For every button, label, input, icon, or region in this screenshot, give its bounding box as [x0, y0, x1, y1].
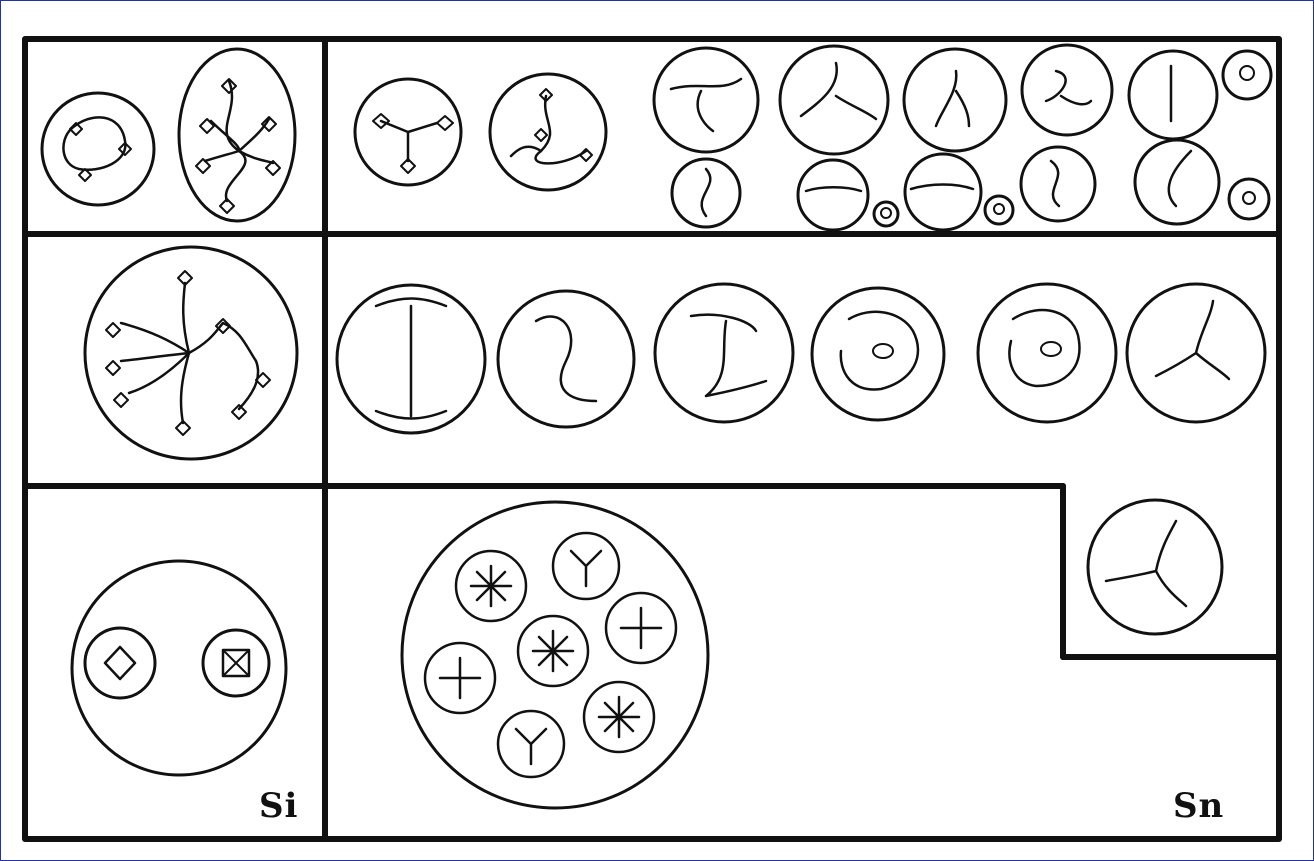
oval-branching-hearts [179, 49, 295, 221]
circle-bottom-row-5 [1135, 140, 1219, 224]
panel-top-left [42, 49, 295, 221]
circle-bottom-row-3 [905, 154, 981, 230]
panel-middle-right [337, 284, 1265, 433]
circle-ring-three-hearts [42, 93, 154, 205]
circle-bottom-row-2 [798, 160, 868, 230]
circle-si-outer [72, 561, 286, 775]
panel-bottom-left-si [72, 561, 286, 775]
panel-bottom-right-step [1088, 500, 1222, 634]
small-circle-2 [874, 202, 898, 226]
circle-top-row-5 [1129, 51, 1217, 139]
label-sn: Sn [1173, 786, 1224, 826]
panel-bottom-middle-sn [402, 502, 708, 808]
small-circle-4 [1229, 179, 1269, 219]
label-si: Si [259, 786, 298, 826]
circle-mid-4 [812, 288, 944, 420]
circle-mid-5 [978, 284, 1116, 422]
circle-si-inner-left [85, 628, 155, 698]
circle-top-row-1 [654, 48, 758, 152]
panel-top-right [355, 45, 1271, 230]
circle-step [1088, 500, 1222, 634]
circle-top-row-4 [1022, 45, 1112, 135]
circle-bottom-row-4 [1021, 147, 1095, 221]
circle-top-row-2 [780, 46, 888, 154]
panel-middle-left [85, 247, 297, 459]
circle-top-row-3 [904, 49, 1006, 151]
small-circle-1 [1223, 51, 1271, 99]
small-circle-3 [985, 196, 1013, 224]
